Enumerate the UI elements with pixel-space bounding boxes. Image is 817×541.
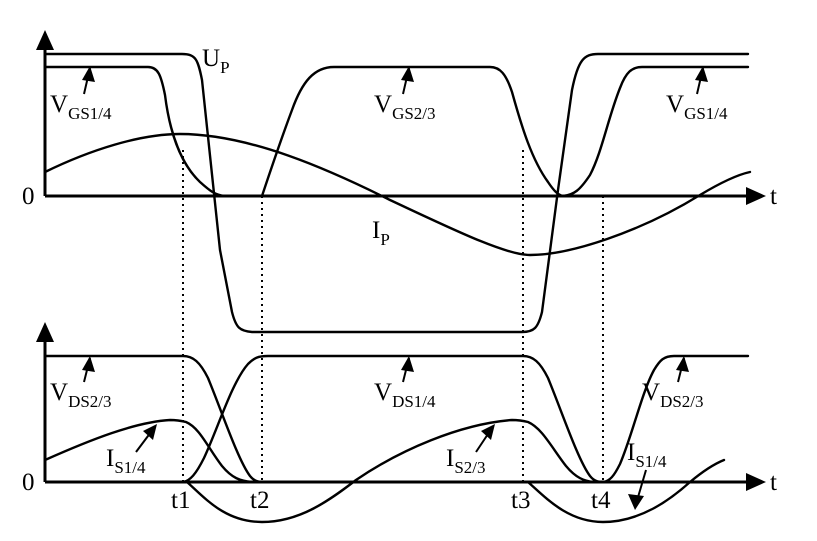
ip-waveform — [43, 132, 752, 257]
is23-waveform — [185, 418, 596, 524]
top-t-axis-arrowhead — [746, 187, 766, 205]
vgs14-right-pointer-head — [695, 66, 708, 82]
vds23-left-label: VDS2/3 — [50, 379, 112, 411]
t2-label: t2 — [250, 487, 269, 514]
vgs14-waveform — [43, 65, 750, 198]
vds14-waveform — [181, 354, 605, 484]
top-plot: 0 t UP VGS1/4 VGS2/3 VGS1/4 IP — [22, 30, 777, 334]
bottom-y-axis-arrowhead — [36, 322, 54, 342]
vds23-right-label: VDS2/3 — [642, 379, 704, 411]
is14-waveform-first — [43, 418, 254, 484]
is14-waveform-second — [526, 458, 726, 524]
t4-label: t4 — [591, 487, 611, 514]
up-label: UP — [202, 45, 230, 77]
bottom-t-axis-arrowhead — [746, 473, 766, 491]
vgs23-label: VGS2/3 — [374, 91, 436, 123]
vgs14-left-pointer-head — [82, 66, 95, 82]
t3-label: t3 — [511, 487, 530, 514]
vds14-pointer-head — [401, 356, 414, 372]
vgs23-pointer-head — [401, 66, 414, 82]
top-y-axis-arrowhead — [36, 30, 54, 50]
vds23-right-pointer-head — [676, 356, 689, 372]
vds23-waveform — [43, 354, 750, 484]
bottom-t-label: t — [770, 469, 777, 496]
top-t-label: t — [770, 183, 777, 210]
vds14-label: VDS1/4 — [374, 379, 436, 411]
up-waveform — [43, 52, 750, 334]
is14-right-pointer-head — [628, 494, 644, 510]
is23-pointer-head — [481, 424, 495, 440]
vgs14-left-label: VGS1/4 — [50, 91, 112, 123]
bottom-plot: 0 t VDS2/3 VDS1/4 VDS2/3 IS1/4 IS2/3 IS1… — [22, 322, 777, 524]
vgs14-right-label: VGS1/4 — [666, 91, 728, 123]
bottom-zero-label: 0 — [22, 469, 35, 496]
top-zero-label: 0 — [22, 183, 35, 210]
vds23-left-pointer-head — [82, 356, 95, 372]
is14-right-label: IS1/4 — [627, 439, 667, 471]
is14-left-pointer-head — [143, 424, 157, 440]
is23-label: IS2/3 — [446, 445, 486, 477]
ip-label: IP — [372, 217, 390, 249]
time-marker-lines — [182, 150, 604, 482]
t1-label: t1 — [171, 487, 190, 514]
is14-left-label: IS1/4 — [106, 445, 146, 477]
vgs23-waveform — [260, 65, 565, 198]
